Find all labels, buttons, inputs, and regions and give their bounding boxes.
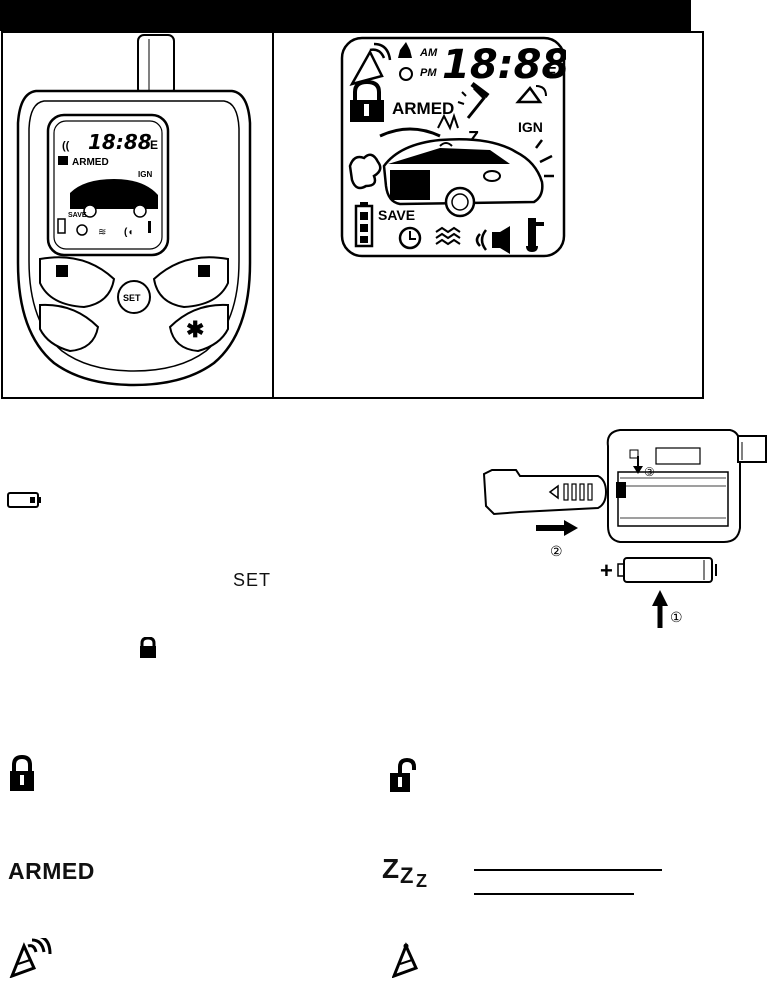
set-label: SET [233,570,272,590]
heat-waves-icon [435,226,461,246]
legend-sleep-z3: Z [416,871,427,891]
remote-back-housing [606,429,767,543]
svg-text:(◖: (◖ [124,227,133,238]
trunk-button[interactable] [39,303,100,353]
set-button[interactable] [117,280,151,314]
remote-lcd-suffix: E [150,138,158,152]
legend-sleep-z2: Z [400,863,414,888]
legend-sleep-z1: Z [382,853,400,884]
legend-sleep-icon: Z Z Z [382,853,442,897]
ignition-icon [515,85,547,104]
step-1-marker: ① [670,609,683,625]
battery-cover [482,469,608,516]
legend-armed-label: ARMED [8,858,95,884]
legend-transmit-icon [9,938,52,978]
rule-line-2 [474,893,634,895]
car-icon [382,137,544,218]
lock-icon [350,79,384,122]
lcd-suffix: E [546,65,557,82]
lcd-pm: PM [420,67,437,79]
remote-lcd-save: SAVE [68,212,87,219]
remote-lcd-time: 18:88 [88,130,152,154]
horn-icon [437,112,459,131]
step-3-marker: ③ [644,465,655,479]
rule-line-1 [474,869,662,871]
lcd-armed: ARMED [392,99,454,118]
legend-antenna-icon [392,942,419,978]
star-button[interactable] [168,303,229,353]
clock-icon [398,226,422,250]
battery-cell: + [600,557,717,583]
remote-lcd-armed: ARMED [72,157,109,168]
lcd-save: SAVE [378,207,415,223]
legend-lock-icon [10,755,34,791]
lcd-ign: IGN [518,119,543,135]
battery-plus-sign: + [600,558,613,583]
remote-lcd-ign: IGN [138,170,152,179]
lcd-panel-illustration: AM PM 18:88 E ARMED IGN Z Z Z [340,36,566,258]
lcd-time: 18:88 [442,42,566,88]
lock-inline-icon [140,637,156,658]
remote-set-label: SET [123,293,141,303]
valet-key-icon [526,218,544,252]
shock-sensor-icon [457,82,490,119]
step-2-marker: ② [550,543,563,559]
siren-speaker-icon [475,226,510,254]
bell-icon [398,42,412,58]
legend-unlock-icon [390,758,416,792]
remote-transmitter-illustration: 18:88 E (( ARMED IGN SAVE ≋ (◖ SET ✱ [16,34,252,387]
header-bar [0,0,691,31]
figure-divider [272,31,274,399]
headlight-beams-icon [535,139,554,178]
low-battery-icon [7,492,41,508]
battery-icon [354,202,374,248]
antenna-icon [137,34,175,96]
battery-replacement-diagram: ③ ② + ① [482,429,767,628]
stopwatch-icon [399,67,413,81]
figure-frame [1,31,704,399]
lcd-zzz: Z [468,128,479,148]
smoke-icon [348,153,382,190]
svg-text:≋: ≋ [98,227,106,238]
svg-text:((: (( [62,140,70,152]
svg-text:✱: ✱ [186,317,204,342]
lcd-am: AM [419,47,438,59]
